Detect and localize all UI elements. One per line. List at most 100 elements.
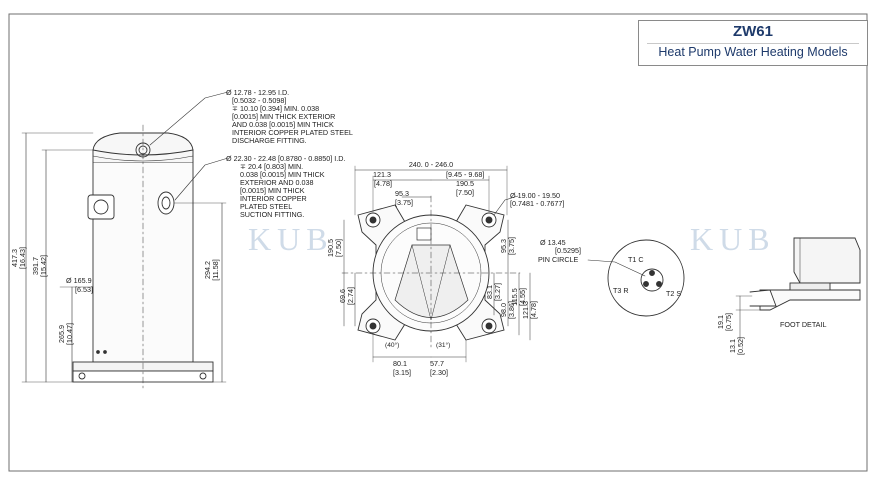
compressor-dome xyxy=(92,132,194,163)
dome-seam-2 xyxy=(92,155,194,162)
foot-pad xyxy=(789,282,831,291)
discharge-note-line-7: DISCHARGE FITTING. xyxy=(232,136,307,145)
discharge-note-line-4: [0.0015] MIN THICK EXTERIOR xyxy=(232,112,335,121)
pin-circle-dia-in: [0.5295] xyxy=(555,246,581,255)
suction-note: Ø 22.30 - 22.48 [0.8780 - 0.8850] I.D. ∓… xyxy=(226,154,345,219)
mount-hole-dia: Ø 19.00 - 19.50 xyxy=(510,191,560,200)
dim-121-mm: 121.3 xyxy=(373,170,391,179)
dim-overall-mm: 417.3 xyxy=(10,249,19,267)
foot-dim-19-in: [0.75] xyxy=(724,313,733,331)
dim-suction-mm: 294.2 xyxy=(203,261,212,279)
suction-note-line-7: PLATED STEEL xyxy=(240,202,292,211)
model-title: ZW61 xyxy=(732,23,773,40)
dim-right-95-in: [3.75] xyxy=(507,237,516,255)
dim-left-190-in: [7.50] xyxy=(334,239,343,257)
dim-shell-dia-mm: Ø 165.9 xyxy=(66,276,92,285)
dim-overall-in: [16.43] xyxy=(18,247,27,269)
dim-body-mm: 391.7 xyxy=(31,257,40,275)
side-view xyxy=(21,91,229,391)
foot-dim-13-mm: 13.1 xyxy=(728,339,737,353)
title-divider xyxy=(647,43,859,44)
foot-detail-label: FOOT DETAIL xyxy=(780,320,826,329)
foot-flange xyxy=(759,289,861,311)
marker-dot-1 xyxy=(96,350,100,354)
discharge-note-line-6: INTERIOR COPPER PLATED STEEL xyxy=(232,128,353,137)
foot-body xyxy=(793,237,861,284)
discharge-note-line-5: AND 0.038 [0.0015] MIN THICK xyxy=(232,120,334,129)
discharge-leader xyxy=(149,91,229,146)
watermark-left: KUB xyxy=(248,221,334,257)
suction-fitting-inner xyxy=(161,196,171,210)
dim-190-in: [7.50] xyxy=(456,188,474,197)
mount-hole-bl-center xyxy=(369,322,377,330)
foot-hole-left xyxy=(78,372,86,380)
dim-body-in: [15.42] xyxy=(39,255,48,277)
dim-overall-width: 240. 0 - 246.0 xyxy=(409,160,453,169)
dim-overall-width-in: [9.45 - 9.68] xyxy=(446,170,484,179)
dim-bottom-57-mm: 57.7 xyxy=(430,359,444,368)
base-view xyxy=(341,165,531,363)
terminal-box xyxy=(87,194,115,220)
discharge-note-line-2: [0.5032 - 0.5098] xyxy=(232,96,286,105)
pin-circle-dia: Ø 13.45 xyxy=(540,238,566,247)
dim-right-98-mm: 98.0 xyxy=(499,303,508,317)
pin-t3 xyxy=(643,281,649,287)
foot-detail xyxy=(735,237,861,341)
foot-hole-right xyxy=(199,372,207,380)
terminal-t1-label: T1 C xyxy=(628,255,644,264)
internal-housing xyxy=(394,244,469,318)
pin-t2 xyxy=(656,281,662,287)
dim-left-69-in: [2.74] xyxy=(346,287,355,305)
foot-lip xyxy=(749,289,777,307)
dim-bottom-80-in: [3.15] xyxy=(393,368,411,377)
terminal-housing xyxy=(416,227,432,241)
dim-right-95-mm: 95.3 xyxy=(499,239,508,253)
housing-rib xyxy=(411,244,451,321)
dim-right-121-mm: 121.3 xyxy=(521,301,530,319)
terminal-t3-label: T3 R xyxy=(613,286,629,295)
suction-fitting xyxy=(157,191,175,215)
dim-190-mm: 190.5 xyxy=(456,179,474,188)
mount-hole-dia-in: [0.7481 - 0.7677] xyxy=(510,199,564,208)
dim-right-98-in: [3.86] xyxy=(507,301,516,319)
suction-leader xyxy=(174,157,229,201)
pin-circle-label: PIN CIRCLE xyxy=(538,255,579,264)
dim-right-115-mm: 115.5 xyxy=(510,288,519,305)
dim-right-83-in: [3.27] xyxy=(493,283,502,301)
sheet-border xyxy=(8,13,868,472)
terminal-t2-label: T2 S xyxy=(666,289,681,298)
dim-shell-dia-in: [6.53] xyxy=(75,285,93,294)
pin-t1 xyxy=(649,270,655,276)
mount-hole-tr-center xyxy=(485,216,493,224)
foot-dim-13-in: [0.52] xyxy=(736,337,745,355)
mount-hole-leader xyxy=(493,195,519,216)
marker-dot-2 xyxy=(103,350,107,354)
dim-right-83-mm: 83.1 xyxy=(485,285,494,299)
dim-right-121-in: [4.78] xyxy=(529,301,538,319)
dim-bottom-80-mm: 80.1 xyxy=(393,359,407,368)
suction-note-line-8: SUCTION FITTING. xyxy=(240,210,304,219)
suction-note-line-4: EXTERIOR AND 0.038 xyxy=(240,178,314,187)
dim-bottom-57-in: [2.30] xyxy=(430,368,448,377)
angle-left: (40°) xyxy=(385,341,399,349)
dim-121-in: [4.78] xyxy=(374,179,392,188)
dim-right-115-in: [4.55] xyxy=(518,288,527,306)
model-subtitle: Heat Pump Water Heating Models xyxy=(658,45,848,59)
watermark-right: KUB xyxy=(690,221,776,257)
mount-hole-br-center xyxy=(485,322,493,330)
pin-circle-leader xyxy=(587,259,646,277)
title-block: ZW61 Heat Pump Water Heating Models xyxy=(638,20,868,66)
dim-left-69-mm: 69.6 xyxy=(338,289,347,303)
terminal-cover xyxy=(93,199,109,215)
dim-shell-in: [10.47] xyxy=(65,323,74,345)
foot-dim-19-mm: 19.1 xyxy=(716,315,725,329)
terminal-detail xyxy=(587,239,685,317)
suction-note-line-2: ∓ 20.4 [0.803] MIN. xyxy=(240,162,303,171)
dim-suction-in: [11.58] xyxy=(211,259,220,280)
discharge-note: Ø 12.78 - 12.95 I.D. [0.5032 - 0.5098] ∓… xyxy=(226,88,353,145)
dim-95-mm: 95.3 xyxy=(395,189,409,198)
discharge-note-line-1: Ø 12.78 - 12.95 I.D. xyxy=(226,88,289,97)
angle-right: (31°) xyxy=(436,341,450,349)
dim-95-in: [3.75] xyxy=(395,198,413,207)
